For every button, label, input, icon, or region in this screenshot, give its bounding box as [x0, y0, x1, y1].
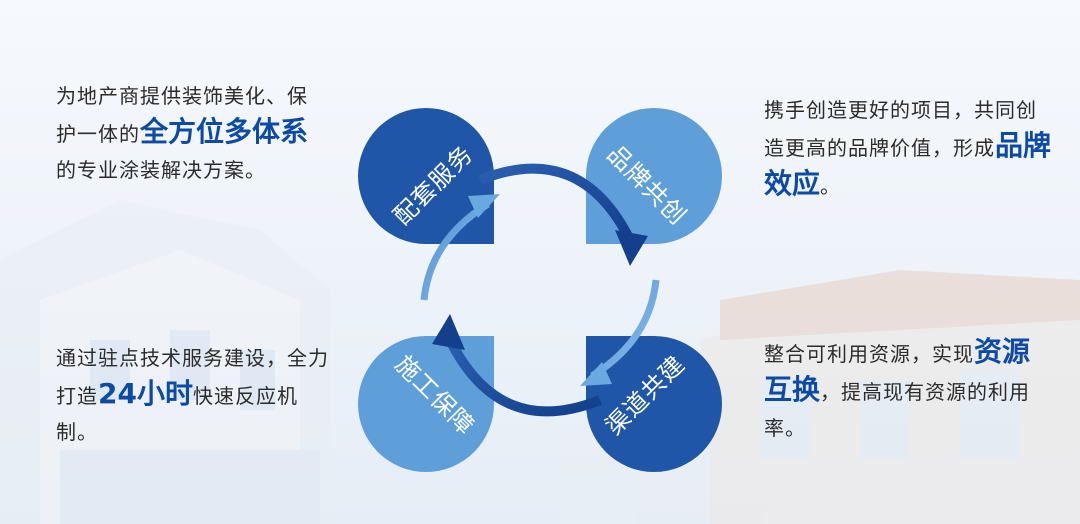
text-highlight: 品牌效应 [764, 129, 1052, 200]
petal-bottom-left [358, 336, 494, 472]
text-post: 。 [820, 174, 842, 198]
petal-top-right [586, 108, 722, 244]
petal-bottom-right [586, 336, 722, 472]
text-post: ，提高现有资源的利用率。 [764, 380, 1031, 440]
arrow-right-head-icon [580, 362, 612, 386]
petal-top-left [358, 108, 494, 244]
text-pre: 整合可利用资源，实现 [764, 342, 974, 366]
text-highlight: 全方位多体系 [140, 115, 309, 148]
text-pre: 携手创造更好的项目，共同创造更高的品牌价值，形成 [764, 98, 1037, 160]
arrow-top-head-icon [615, 230, 648, 266]
arrow-bottom-head-icon [432, 314, 465, 350]
text-pre: 通过驻点技术服务建设，全力打造 [56, 346, 329, 408]
arrow-top-arc [478, 163, 635, 243]
text-highlight: 24小时 [98, 377, 193, 410]
text-block-top-right: 携手创造更好的项目，共同创造更高的品牌价值，形成品牌效应。 [764, 92, 1054, 204]
text-block-top-left: 为地产商提供装饰美化、保护一体的全方位多体系的专业涂装解决方案。 [56, 78, 326, 188]
arrow-left-head-icon [468, 194, 500, 218]
cycle-diagram: 配套服务 品牌共创 渠道共建 施工保障 [358, 108, 722, 472]
text-block-bottom-right: 整合可利用资源，实现资源互换，提高现有资源的利用率。 [764, 334, 1054, 446]
text-highlight: 资源互换 [764, 335, 1031, 406]
text-post: 快速反应机制。 [56, 384, 298, 444]
text-block-bottom-left: 通过驻点技术服务建设，全力打造24小时快速反应机制。 [56, 340, 336, 450]
arrow-bottom-arc [445, 337, 602, 417]
text-pre: 为地产商提供装饰美化、保护一体的 [56, 84, 308, 146]
text-post: 的专业涂装解决方案。 [56, 158, 266, 182]
